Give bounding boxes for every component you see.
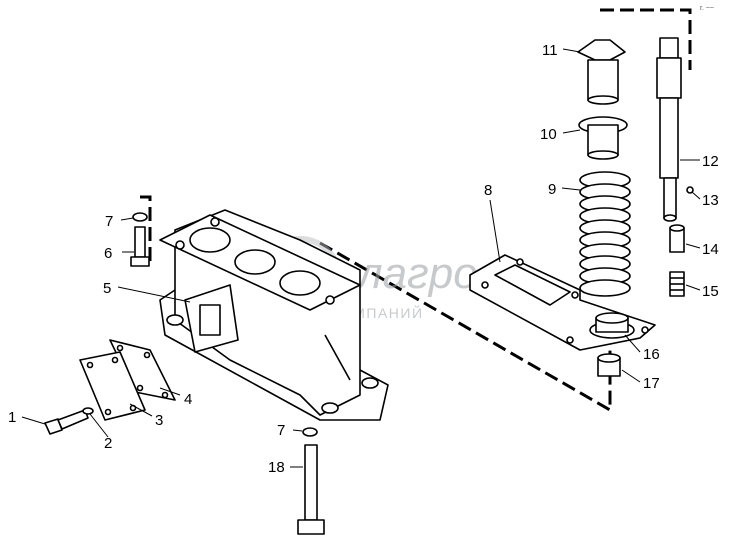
corner-mark: r. ~~ (700, 5, 714, 12)
leader-lines (21, 48, 701, 468)
callout-13: 13 (702, 192, 719, 209)
callout-4: 4 (184, 391, 192, 408)
callout-9: 9 (548, 181, 556, 198)
plunger-shaft-part-12 (656, 37, 682, 222)
callout-15: 15 (702, 283, 719, 300)
callout-17: 17 (643, 375, 660, 392)
housing-part-5 (159, 209, 389, 421)
callout-14: 14 (702, 241, 719, 258)
callout-16: 16 (643, 346, 660, 363)
cover-plate-part-3 (79, 351, 146, 421)
nut-part-17 (597, 353, 621, 377)
callout-11: 11 (542, 42, 558, 59)
callout-2: 2 (104, 435, 112, 452)
spring-part-9 (579, 171, 631, 297)
cap-part-11 (577, 39, 626, 105)
callout-12: 12 (702, 153, 719, 170)
washer-part-2 (82, 407, 94, 415)
callout-10: 10 (540, 126, 557, 143)
bushing-part-14 (669, 224, 685, 253)
callout-8: 8 (484, 182, 492, 199)
long-bolt-part-18 (297, 444, 325, 535)
callout-18: 18 (268, 459, 285, 476)
bolt-part-1 (44, 409, 89, 435)
small-spring-part-15 (669, 271, 685, 297)
callout-7-bottom: 7 (277, 422, 285, 439)
washer-part-7-bottom (302, 427, 318, 437)
bolt-part-6 (130, 226, 150, 267)
sleeve-part-10 (578, 116, 628, 160)
callout-3: 3 (155, 412, 163, 429)
assembly-frame-lines (140, 8, 692, 413)
washer-part-7-top (132, 212, 148, 222)
callout-labels: 1 2 3 4 5 6 7 7 8 9 10 11 12 13 14 15 16… (8, 42, 719, 476)
callout-7-top: 7 (105, 213, 113, 230)
callout-5: 5 (103, 280, 111, 297)
pin-part-13 (686, 186, 694, 194)
callout-1: 1 (8, 409, 16, 426)
callout-6: 6 (104, 245, 112, 262)
spring-seat-part-16 (589, 312, 635, 339)
